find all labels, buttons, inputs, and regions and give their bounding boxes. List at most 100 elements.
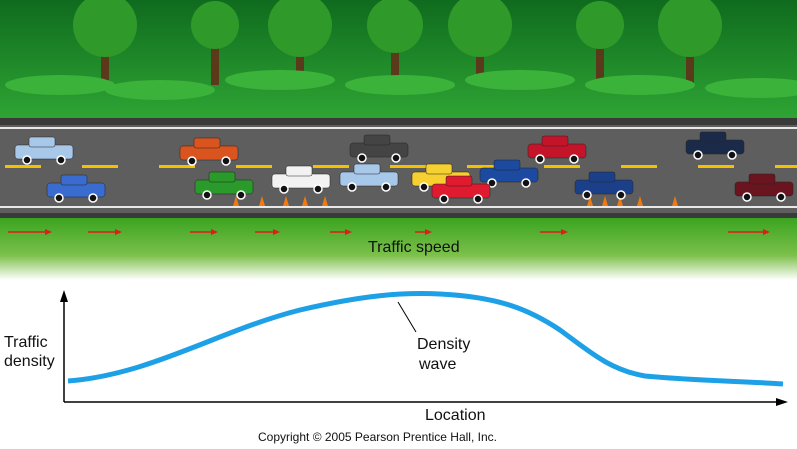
car-wheel xyxy=(391,153,401,163)
grass-strip xyxy=(0,218,797,280)
tree-trunk xyxy=(596,45,604,85)
density-wave-pointer xyxy=(397,301,417,333)
car-wheel xyxy=(535,154,545,164)
copyright: Copyright © 2005 Pearson Prentice Hall, … xyxy=(258,430,497,444)
bush xyxy=(705,78,797,98)
car-wheel xyxy=(742,192,752,202)
car-wheel xyxy=(313,184,323,194)
car-roof xyxy=(541,135,569,147)
speed-arrow-head xyxy=(763,229,770,235)
car-wheel xyxy=(439,194,449,204)
speed-arrow-head xyxy=(561,229,568,235)
speed-arrow-head xyxy=(45,229,52,235)
car-roof xyxy=(699,131,727,143)
traffic-cone xyxy=(672,196,678,206)
car-roof xyxy=(193,137,221,149)
tree-canopy xyxy=(448,0,512,57)
tree-canopy xyxy=(268,0,332,57)
lane-dash xyxy=(236,165,272,168)
traffic-cone xyxy=(283,196,289,206)
car-roof xyxy=(285,165,313,177)
y-axis-label-line2: density xyxy=(4,353,55,370)
car-wheel xyxy=(347,182,357,192)
car-wheel xyxy=(419,182,429,192)
cars xyxy=(14,131,794,204)
x-axis-arrowhead xyxy=(776,398,788,406)
car-roof xyxy=(60,174,88,186)
car-wheel xyxy=(727,150,737,160)
car-wheel xyxy=(473,194,483,204)
road xyxy=(0,125,797,213)
car-wheel xyxy=(54,193,64,203)
car-wheel xyxy=(776,192,786,202)
bush xyxy=(225,70,335,90)
car-wheel xyxy=(221,156,231,166)
bush xyxy=(105,80,215,100)
x-axis-label: Location xyxy=(425,407,486,424)
bush xyxy=(5,75,115,95)
car-wheel xyxy=(521,178,531,188)
traffic-cone xyxy=(259,196,265,206)
traffic-cone xyxy=(617,196,623,206)
lane-dash xyxy=(698,165,734,168)
road-bottom-line xyxy=(0,206,797,208)
tree-trunk xyxy=(211,45,219,85)
car-wheel xyxy=(202,190,212,200)
car-roof xyxy=(748,173,776,185)
traffic-cone xyxy=(587,196,593,206)
tree-canopy xyxy=(576,1,624,49)
tree-canopy xyxy=(367,0,423,53)
bush xyxy=(465,70,575,90)
tree-canopy xyxy=(73,0,137,57)
traffic-cone xyxy=(637,196,643,206)
traffic-speed-label: Traffic speed xyxy=(368,239,460,256)
road-top-line xyxy=(0,127,797,129)
tree-trunk xyxy=(476,45,484,85)
tree-trunk xyxy=(391,45,399,85)
car-wheel xyxy=(22,155,32,165)
car-roof xyxy=(588,171,616,183)
bush xyxy=(345,75,455,95)
tree-canopy xyxy=(658,0,722,57)
lane-dash xyxy=(544,165,580,168)
tree-trunk xyxy=(686,45,694,85)
car-wheel xyxy=(88,193,98,203)
car-wheel xyxy=(381,182,391,192)
bush xyxy=(585,75,695,95)
trees xyxy=(5,0,797,100)
curve-label-line1: Density xyxy=(417,336,471,353)
lane-dash xyxy=(775,165,797,168)
tree-trunk xyxy=(101,45,109,85)
car-wheel xyxy=(187,156,197,166)
car-wheel xyxy=(279,184,289,194)
density-wave-curve xyxy=(67,291,784,387)
speed-arrow-head xyxy=(425,229,432,235)
traffic-cone xyxy=(322,196,328,206)
car-wheel xyxy=(569,154,579,164)
speed-arrow-head xyxy=(273,229,280,235)
car-roof xyxy=(445,175,473,187)
speed-arrow-head xyxy=(345,229,352,235)
curve-label-line2: wave xyxy=(419,356,457,373)
traffic-cone xyxy=(302,196,308,206)
car-wheel xyxy=(487,178,497,188)
lane-dash xyxy=(159,165,195,168)
speed-arrows xyxy=(8,229,770,235)
car-wheel xyxy=(582,190,592,200)
traffic-cone xyxy=(602,196,608,206)
y-axis-label-line1: Traffic xyxy=(4,334,48,351)
y-axis-arrowhead xyxy=(60,290,68,302)
car-wheel xyxy=(236,190,246,200)
lane-dash xyxy=(313,165,349,168)
lane-dash xyxy=(621,165,657,168)
traffic-cones xyxy=(233,196,678,206)
lane-dash xyxy=(390,165,426,168)
car-roof xyxy=(425,163,453,175)
car-wheel xyxy=(357,153,367,163)
car-roof xyxy=(493,159,521,171)
car-wheel xyxy=(56,155,66,165)
traffic-cone xyxy=(233,196,239,206)
lane-dash xyxy=(82,165,118,168)
